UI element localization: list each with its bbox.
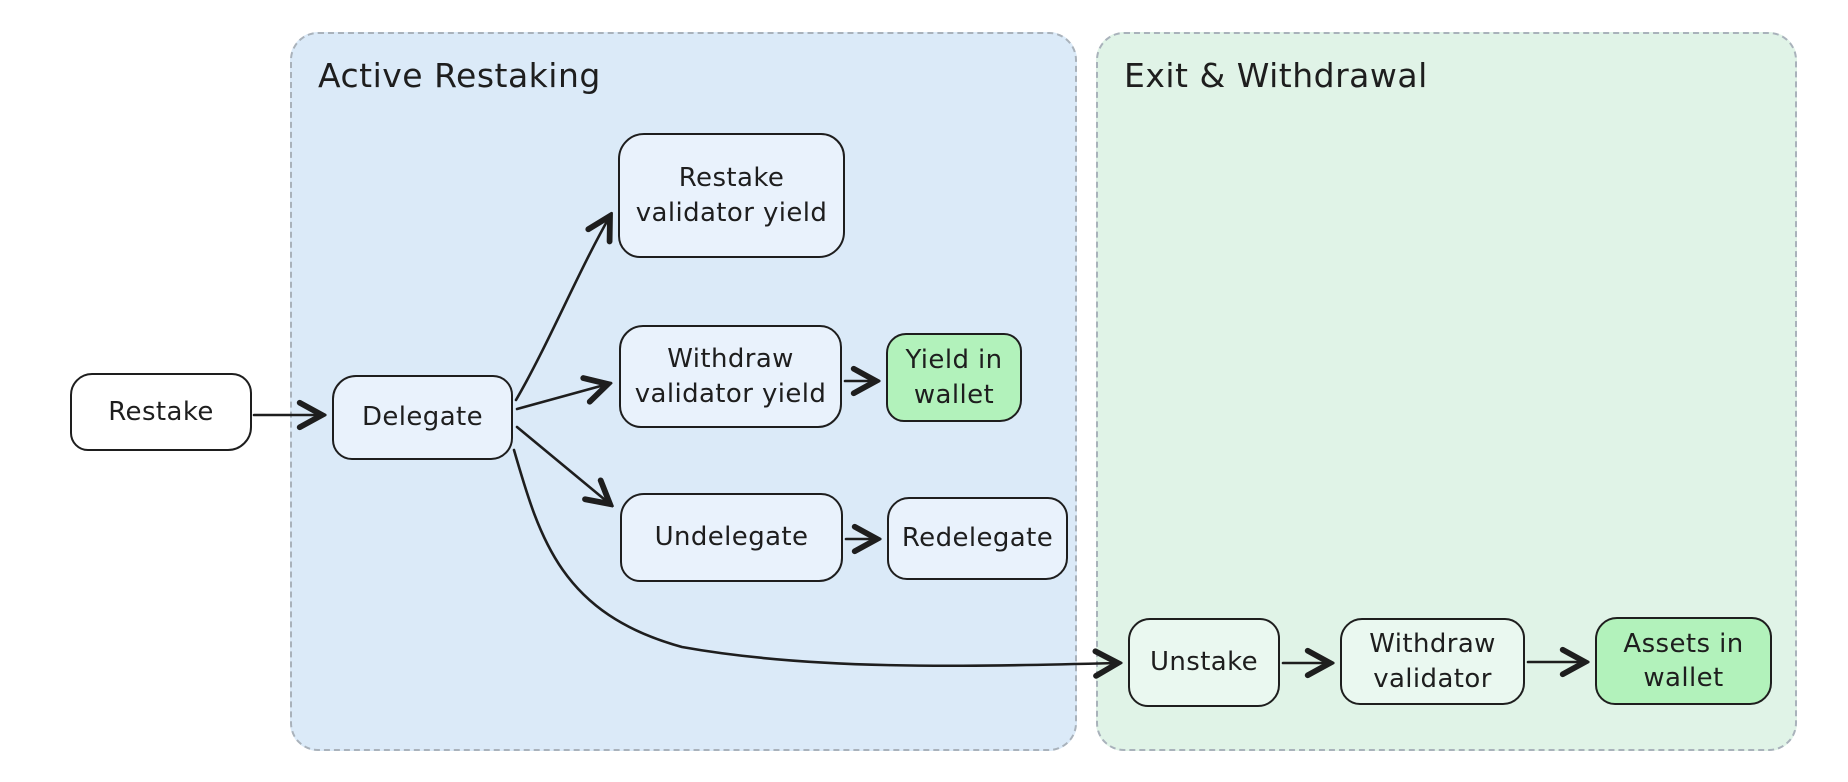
node-assets-in-wallet[interactable]: Assets in wallet <box>1595 617 1772 705</box>
node-redelegate[interactable]: Redelegate <box>887 497 1068 580</box>
container-exit-withdrawal-label: Exit & Withdrawal <box>1124 56 1428 95</box>
node-restake-label: Restake <box>108 396 214 427</box>
node-yield-in-wallet-label: Yield in wallet <box>905 345 1003 410</box>
node-redelegate-label: Redelegate <box>901 523 1054 554</box>
node-restake-validator-yield[interactable]: Restake validator yield <box>618 133 845 258</box>
node-restake[interactable]: Restake <box>70 373 252 451</box>
container-active-restaking-label: Active Restaking <box>318 56 601 95</box>
node-yield-in-wallet[interactable]: Yield in wallet <box>886 333 1022 422</box>
node-undelegate-label: Undelegate <box>654 522 809 553</box>
node-assets-in-wallet-label: Assets in wallet <box>1623 628 1744 693</box>
node-restake-validator-yield-label: Restake validator yield <box>635 163 828 228</box>
node-delegate[interactable]: Delegate <box>332 375 513 460</box>
node-unstake-label: Unstake <box>1149 647 1259 678</box>
node-delegate-label: Delegate <box>361 402 484 433</box>
node-withdraw-validator-label: Withdraw validator <box>1369 629 1496 694</box>
node-withdraw-validator-yield-label: Withdraw validator yield <box>634 344 827 409</box>
node-undelegate[interactable]: Undelegate <box>620 493 843 582</box>
node-unstake[interactable]: Unstake <box>1128 618 1280 707</box>
node-withdraw-validator-yield[interactable]: Withdraw validator yield <box>619 325 842 428</box>
node-withdraw-validator[interactable]: Withdraw validator <box>1340 618 1525 705</box>
